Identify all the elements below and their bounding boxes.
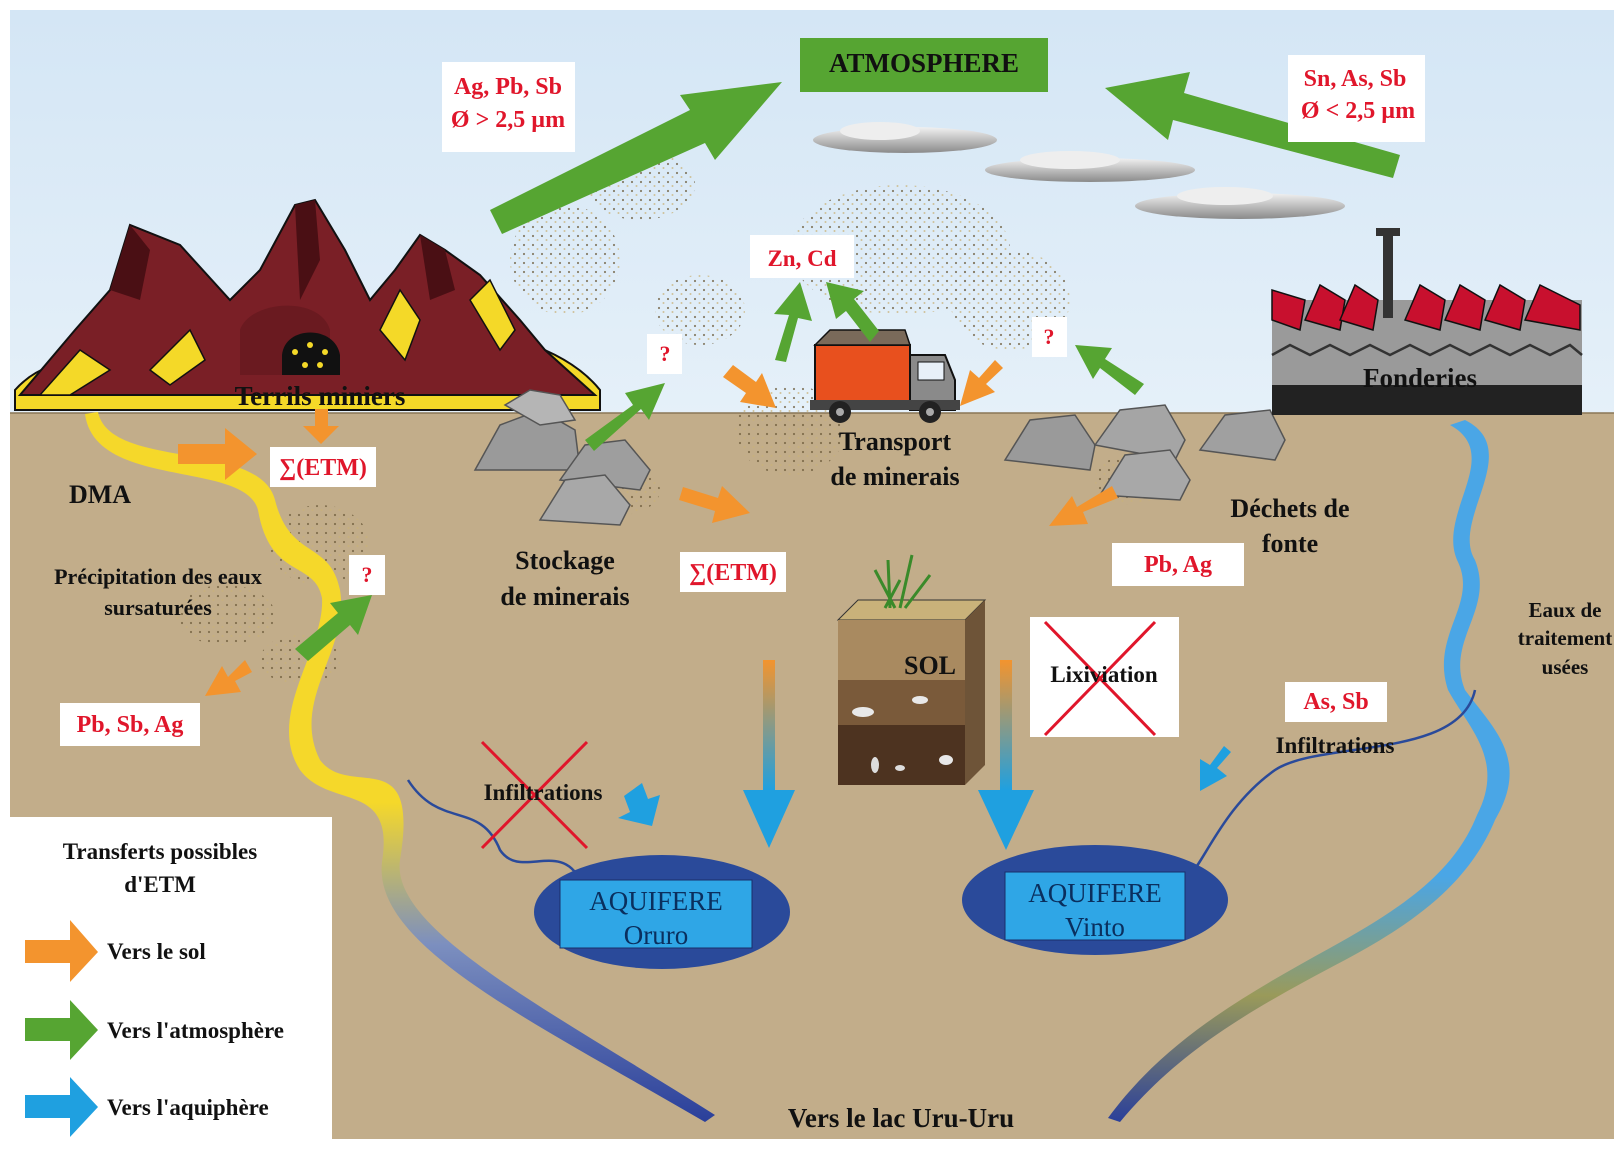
aquifer-oruro-box [559, 879, 753, 949]
lixiviation-label: Lixiviation [1050, 662, 1158, 687]
dechets-label-1: Déchets de [1230, 494, 1349, 523]
coarse-elements-tag: Ag, Pb, Sb [454, 74, 562, 100]
lac-label: Vers le lac Uru-Uru [788, 1103, 1014, 1133]
aquifer-vinto-title: AQUIFERE [1028, 878, 1162, 908]
unknown-storage-tag: ? [660, 341, 671, 366]
infiltrations-left-label: Infiltrations [484, 780, 603, 805]
leaching-arrow-right-shaft [1000, 660, 1012, 790]
not-applicable-crosses [480, 617, 1179, 850]
arrows [178, 72, 1400, 850]
smelting-waste-rocks [1003, 404, 1286, 501]
legend-item-aquifer: Vers l'aquiphère [107, 1095, 269, 1120]
coarse-size-tag: Ø > 2,5 µm [451, 107, 565, 133]
transport-label-1: Transport [839, 427, 952, 456]
ore-storage-rocks [473, 389, 651, 526]
smelter-factory [1271, 228, 1583, 415]
soil-column [836, 554, 987, 785]
ore-truck [810, 329, 960, 423]
etm-sum-storage-tag: ∑(ETM) [689, 560, 777, 586]
pb-ag-tag: Pb, Ag [1144, 552, 1212, 578]
big-green-arrow-right [1105, 72, 1400, 178]
legend-title-2: d'ETM [124, 872, 196, 897]
tag-boxes [60, 55, 1425, 746]
legend-title-1: Transferts possibles [63, 839, 257, 864]
eaux-label-1: Eaux de [1529, 598, 1602, 622]
clouds [813, 122, 1345, 219]
pb-sb-ag-tag: Pb, Sb, Ag [77, 712, 184, 738]
big-green-arrow-left [490, 82, 782, 234]
unknown-waste-tag: ? [1044, 324, 1055, 349]
dechets-label-2: fonte [1262, 529, 1318, 558]
fonderies-label: Fonderies [1363, 363, 1477, 393]
lixiviation-cross [1043, 620, 1157, 737]
terrils-label: Terrils miniers [235, 381, 406, 411]
aquifer-vinto-name: Vinto [1065, 912, 1125, 942]
precipitation-label-1: Précipitation des eaux [54, 564, 262, 589]
infiltrations-right-label: Infiltrations [1276, 733, 1395, 758]
leaching-arrow-left-head [743, 790, 795, 848]
dma-label: DMA [69, 480, 131, 509]
leaching-arrow-right-head [978, 790, 1034, 850]
mountains-terrils [14, 198, 601, 411]
unknown-dma-tag: ? [362, 562, 373, 587]
oruro-infiltration-line [406, 779, 582, 881]
fine-elements-tag: Sn, As, Sb [1304, 66, 1407, 92]
legend-item-atmosphere: Vers l'atmosphère [107, 1018, 284, 1043]
zn-cd-tag: Zn, Cd [767, 246, 836, 271]
as-sb-tag: As, Sb [1303, 689, 1368, 715]
aquifer-oruro-name: Oruro [624, 920, 688, 950]
fine-size-tag: Ø < 2,5 µm [1301, 98, 1415, 124]
atmosphere-label: ATMOSPHERE [829, 48, 1019, 78]
legend [10, 817, 332, 1147]
precipitation-label-2: sursaturées [104, 595, 212, 620]
stockage-label-2: de minerais [500, 582, 629, 611]
atmosphere-box [800, 38, 1048, 92]
vinto-infiltration-line [1189, 689, 1477, 876]
legend-item-sol: Vers le sol [107, 939, 206, 964]
aquifer-vinto-box [1004, 871, 1186, 941]
etm-sum-terrils-tag: ∑(ETM) [279, 455, 367, 481]
sol-label: SOL [904, 651, 956, 680]
leaching-arrow-left-shaft [763, 660, 775, 790]
transport-label-2: de minerais [830, 462, 959, 491]
eaux-label-2: traitement [1518, 626, 1612, 650]
aquifer-oruro-title: AQUIFERE [589, 886, 723, 916]
stockage-label-1: Stockage [515, 546, 615, 575]
treatment-water-stream [1108, 420, 1510, 1122]
eaux-label-3: usées [1542, 655, 1589, 679]
